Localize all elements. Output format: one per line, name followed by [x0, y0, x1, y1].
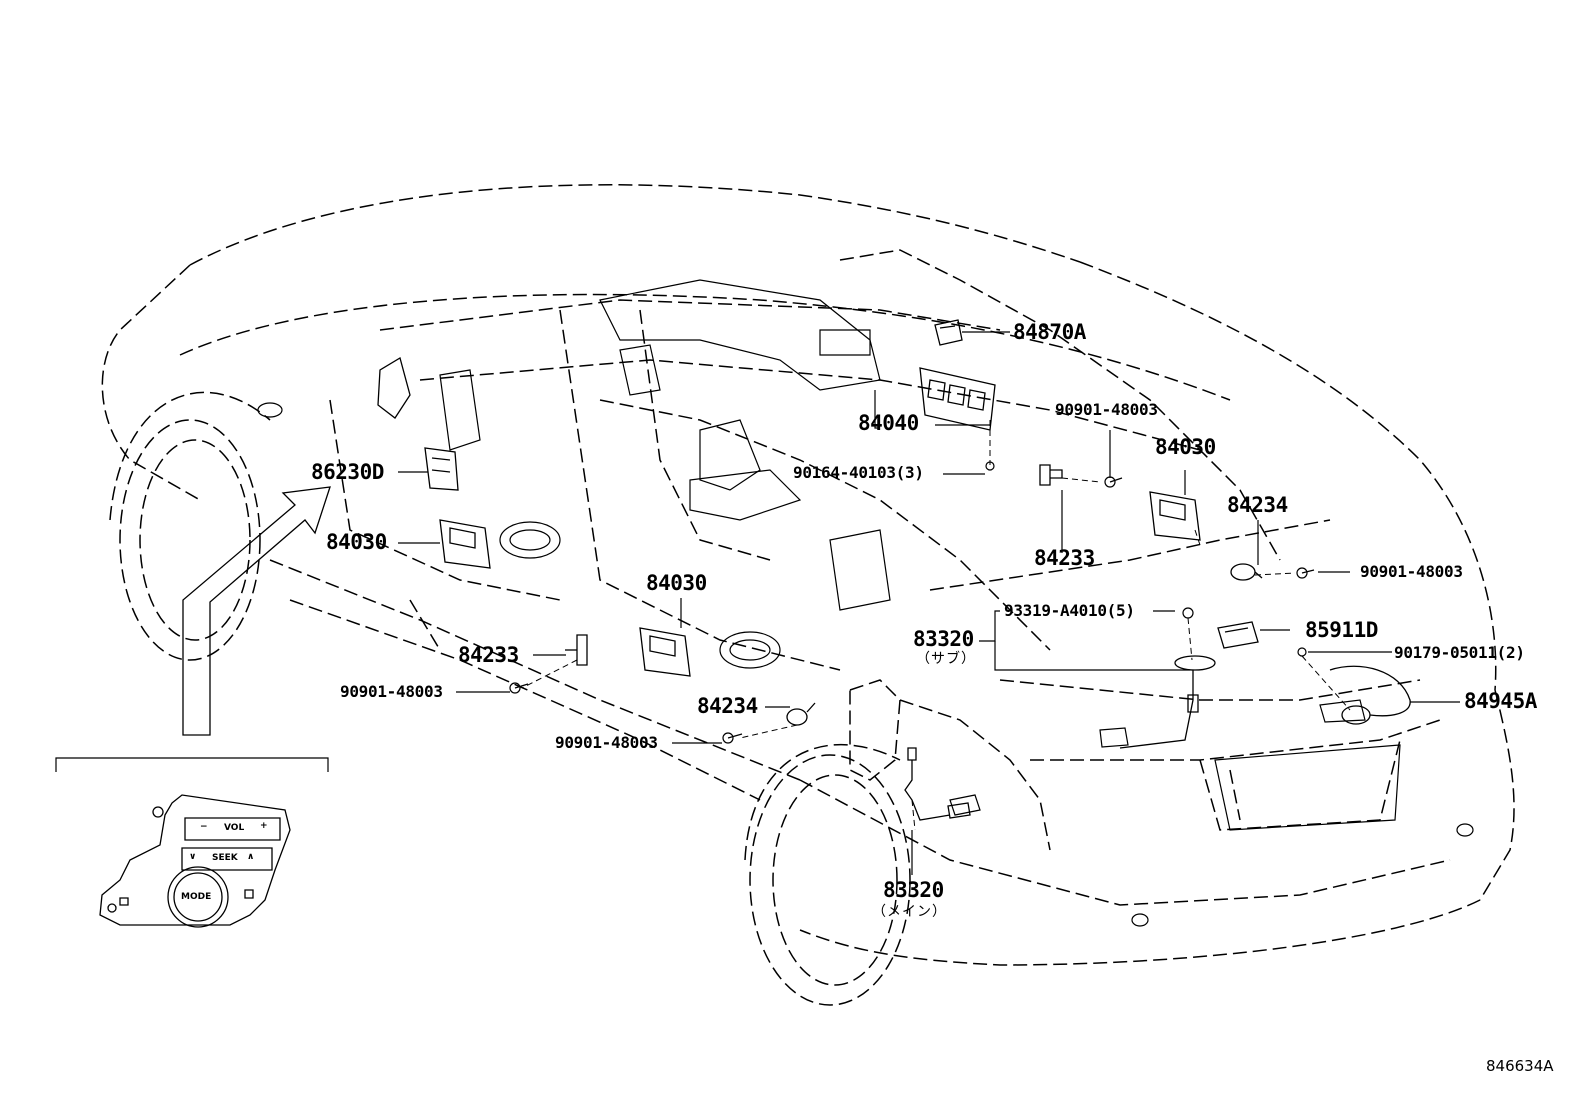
button-seek: SEEK	[212, 853, 238, 863]
rear-details	[949, 699, 1474, 927]
leader-lines	[398, 331, 1460, 875]
part-84233-right-icon	[1039, 464, 1063, 486]
label-90164-40103: 90164-40103(3)	[793, 463, 924, 482]
assembly-lines	[521, 420, 1351, 831]
label-84030-rear-left: 84030	[646, 571, 707, 595]
label-main-note: （メイン）	[872, 904, 947, 920]
part-84945A-icon	[1329, 665, 1411, 725]
label-90901-48003-top: 90901-48003	[1055, 400, 1158, 419]
inset-pointer-arrow	[182, 486, 331, 736]
label-83320-main: 83320	[883, 878, 944, 902]
part-84234-right-icon	[1230, 563, 1263, 581]
label-93319-A4010: 93319-A4010(5)	[1004, 601, 1135, 620]
part-85911D-icon	[1217, 621, 1259, 649]
part-84030-rear-right-icon	[1149, 491, 1201, 541]
part-84870A-icon	[934, 319, 963, 346]
label-84870A: 84870A	[1013, 320, 1086, 344]
car-body-outline	[101, 184, 1515, 966]
button-seek-down: ∨	[189, 852, 197, 862]
part-84030-rear-left-icon	[639, 627, 691, 677]
label-84030-rear-right: 84030	[1155, 435, 1216, 459]
button-mode: MODE	[181, 892, 212, 902]
inset-bracket	[55, 757, 329, 772]
diagram-reference-code: 846634A	[1486, 1057, 1554, 1075]
steering-switch-panel	[99, 794, 291, 928]
label-90901-48003-bottom: 90901-48003	[555, 733, 658, 752]
button-plus: +	[260, 821, 268, 831]
fuel-lid	[257, 402, 283, 418]
part-83320-sub-icon	[1119, 655, 1216, 749]
label-90179-05011: 90179-05011(2)	[1394, 643, 1525, 662]
label-90901-48003-right: 90901-48003	[1360, 562, 1463, 581]
label-84030-front-left: 84030	[326, 530, 387, 554]
label-83320-sub: 83320	[913, 627, 974, 651]
door-handle-front	[499, 521, 561, 559]
part-86230D-icon	[424, 447, 459, 491]
part-84233-left-icon	[565, 634, 588, 666]
part-84234-left-icon	[786, 702, 816, 726]
label-84945A: 84945A	[1464, 689, 1537, 713]
label-84234-left: 84234	[697, 694, 758, 718]
dashboard	[439, 279, 891, 611]
label-86230D: 86230D	[311, 460, 384, 484]
button-minus: −	[200, 822, 208, 832]
button-seek-up: ∧	[247, 852, 255, 862]
label-90901-48003-left: 90901-48003	[340, 682, 443, 701]
side-mirror	[377, 357, 411, 419]
rear-wheel	[744, 744, 911, 1006]
label-84234-right: 84234	[1227, 493, 1288, 517]
label-84233-right: 84233	[1034, 546, 1095, 570]
part-83320-main-icon	[904, 747, 971, 821]
label-85911D: 85911D	[1305, 618, 1378, 642]
part-84030-front-left-icon	[439, 519, 491, 569]
button-vol: VOL	[224, 823, 245, 833]
label-sub-note: （サブ）	[916, 651, 976, 667]
part-84040-icon	[919, 367, 996, 431]
label-84233-left: 84233	[458, 643, 519, 667]
label-84040: 84040	[858, 411, 919, 435]
door-handle-rear	[719, 631, 781, 669]
front-wheel	[109, 391, 271, 661]
